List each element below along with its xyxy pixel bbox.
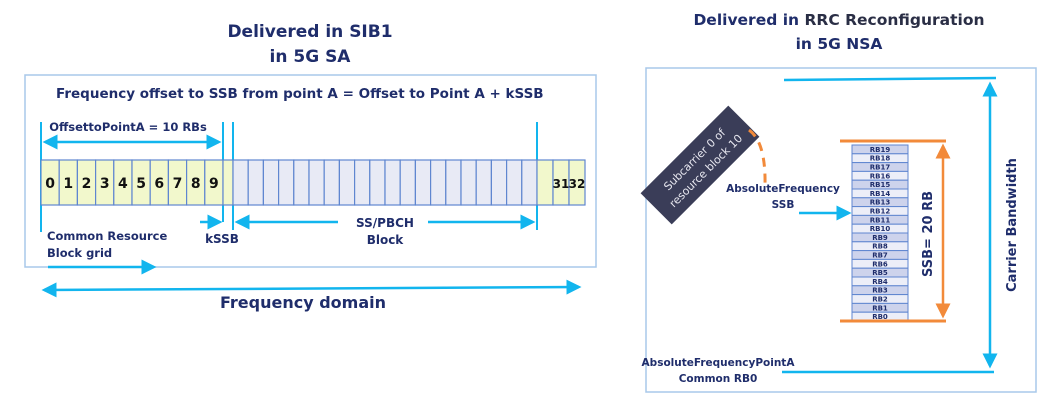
crb-tail-number: 32 <box>569 177 586 191</box>
ssb-cell <box>323 159 341 206</box>
crb-cell-number: 0 <box>45 176 55 192</box>
right-title-part1: Delivered in <box>693 11 804 29</box>
ssb-cell <box>369 159 386 206</box>
rb-cell-label: RB13 <box>870 199 891 207</box>
rb-cell-label: RB2 <box>872 296 888 304</box>
ssb-cell <box>293 159 310 206</box>
crb-tail-number: 31 <box>553 177 570 191</box>
abs-freq-ssb-line1: AbsoluteFrequency <box>726 183 840 195</box>
rb-cell-label: RB11 <box>870 216 891 224</box>
crb-grid-label-line1: Common Resource <box>47 229 167 243</box>
ssb-cell <box>399 159 417 206</box>
ssb-cell <box>247 159 264 206</box>
rb-cell-label: RB7 <box>872 252 888 260</box>
point-a-line2: Common RB0 <box>679 373 758 385</box>
left-title-line1: Delivered in SIB1 <box>227 22 392 42</box>
left-panel: Delivered in SIB1 in 5G SA Frequency off… <box>24 22 597 312</box>
offset-to-point-a-label: OffsettoPointA = 10 RBs <box>49 120 207 134</box>
ssb-cell <box>308 159 325 206</box>
note-pointer-dashed-arc <box>748 128 767 187</box>
ssb-cell <box>278 159 295 206</box>
rb-cell-label: RB10 <box>870 225 891 233</box>
right-title-line2: in 5G NSA <box>796 35 883 53</box>
point-a-line1: AbsoluteFrequencyPointA <box>642 357 796 369</box>
ssb-cell <box>490 159 508 206</box>
crb-cell-number: 1 <box>63 176 73 192</box>
abs-freq-ssb-line2: SSB <box>772 199 795 211</box>
ssb-label-line1: SS/PBCH <box>356 216 414 230</box>
ssb-cell <box>354 159 371 206</box>
right-panel: Delivered in RRC Reconfiguration in 5G N… <box>640 11 1037 393</box>
crb-cell-number: 7 <box>173 176 183 192</box>
ssb-cell <box>475 159 493 206</box>
rb-stack: RB19RB18RB17RB16RB15RB14RB13RB12RB11RB10… <box>851 144 909 322</box>
frequency-domain-label: Frequency domain <box>220 293 386 312</box>
rb-cell-label: RB3 <box>872 287 888 295</box>
carrier-bandwidth-label: Carrier Bandwidth <box>1005 158 1020 292</box>
ssb-cell <box>445 159 462 206</box>
ssb-cell <box>338 159 356 206</box>
rb-cell-label: RB12 <box>870 208 891 216</box>
crb-cell-number: 9 <box>209 176 219 192</box>
rb-cell-label: RB17 <box>870 164 891 172</box>
right-title-part2: RRC Reconfiguration <box>804 11 984 29</box>
crb-cell-number: 4 <box>118 176 128 192</box>
rb-cell-label: RB5 <box>872 269 888 277</box>
crb-cell-number: 3 <box>100 176 110 192</box>
kssb-label: kSSB <box>205 232 239 246</box>
rb-cell-label: RB6 <box>872 260 888 268</box>
rb-cell-label: RB4 <box>872 278 888 286</box>
formula-text: Frequency offset to SSB from point A = O… <box>56 86 544 102</box>
crb-tail-cell <box>568 159 586 206</box>
ssb-cell <box>262 159 280 206</box>
rb-cell-label: RB15 <box>870 181 891 189</box>
ssb-cell <box>232 159 249 206</box>
crb-cell-number: 6 <box>154 176 164 192</box>
rb-cell-label: RB8 <box>872 243 888 251</box>
crb-grid-label-line2: Block grid <box>47 246 112 260</box>
rb-cell-label: RB9 <box>872 234 888 242</box>
ssb-label-line2: Block <box>367 233 405 247</box>
frequency-domain-arrow <box>41 279 582 298</box>
ssb-cell <box>521 159 538 206</box>
rb-cell-label: RB19 <box>870 146 891 154</box>
carrier-top-line <box>783 76 997 82</box>
rb-cell-label: RB18 <box>870 155 891 163</box>
right-frame <box>645 67 1037 393</box>
crb-partial-cell <box>222 159 234 206</box>
ssb-size-label: SSB= 20 RB <box>921 191 936 277</box>
ssb-cell <box>414 159 432 206</box>
rb-cell-label: RB1 <box>872 304 888 312</box>
rb-cell-label: RB16 <box>870 172 891 180</box>
ssb-cell <box>460 159 477 206</box>
ssb-cell <box>384 159 401 206</box>
rb-cell-label: RB0 <box>872 313 888 321</box>
crb-tail-cell <box>536 159 554 206</box>
right-title-line1: Delivered in RRC Reconfiguration <box>693 11 984 29</box>
crb-cell-number: 8 <box>191 176 201 192</box>
crb-cell-number: 5 <box>136 176 146 192</box>
left-title-line2: in 5G SA <box>270 47 352 67</box>
crb-cell-number: 2 <box>82 176 92 192</box>
ssb-cell <box>430 159 447 206</box>
ssb-cell <box>506 159 523 206</box>
rb-cell-label: RB14 <box>870 190 891 198</box>
